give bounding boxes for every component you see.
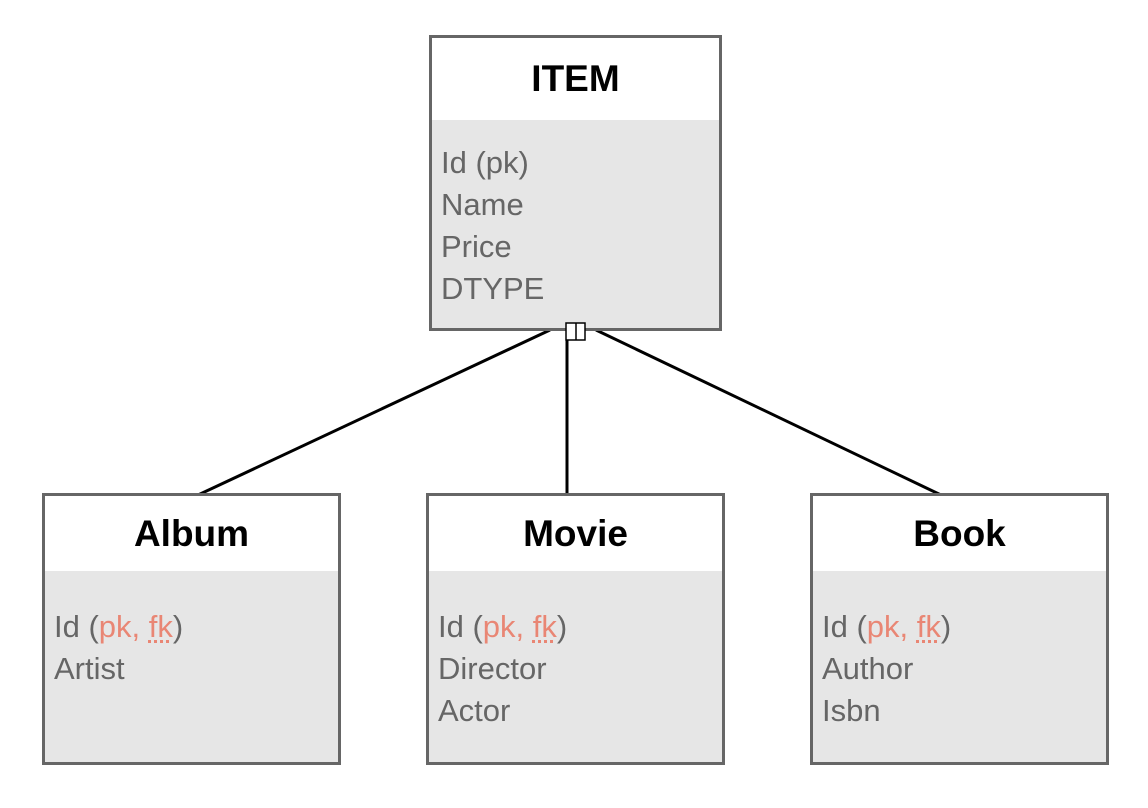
movie-id-prefix: Id ( — [438, 609, 483, 644]
entity-movie[interactable]: Movie Id (pk, fk) Director Actor — [426, 493, 725, 765]
connector-item-book — [595, 328, 942, 497]
movie-id-suffix: ) — [556, 609, 568, 644]
field-book-author: Author — [822, 651, 914, 686]
movie-fk-label: fk — [532, 609, 557, 644]
book-fk-label: fk — [916, 609, 941, 644]
book-id-prefix: Id ( — [822, 609, 867, 644]
book-pk-label: pk — [866, 609, 900, 644]
field-album-id: Id (pk, fk) — [54, 606, 332, 648]
movie-id-sep: , — [515, 609, 533, 644]
entity-movie-fields: Id (pk, fk) Director Actor — [438, 606, 716, 732]
album-fk-label: fk — [148, 609, 173, 644]
field-item-price: Price — [441, 229, 512, 264]
entity-book[interactable]: Book Id (pk, fk) Author Isbn — [810, 493, 1109, 765]
album-pk-label: pk — [98, 609, 132, 644]
album-id-suffix: ) — [172, 609, 184, 644]
field-movie-actor: Actor — [438, 693, 511, 728]
field-album-artist: Artist — [54, 651, 125, 686]
book-id-sep: , — [899, 609, 917, 644]
field-movie-id: Id (pk, fk) — [438, 606, 716, 648]
movie-pk-label: pk — [482, 609, 516, 644]
entity-movie-title: Movie — [429, 496, 722, 571]
entity-item[interactable]: ITEM Id (pk) Name Price DTYPE — [429, 35, 722, 331]
field-item-name: Name — [441, 187, 524, 222]
entity-book-title: Book — [813, 496, 1106, 571]
field-item-id: Id (pk) — [441, 145, 529, 180]
field-item-dtype: DTYPE — [441, 271, 545, 306]
book-id-suffix: ) — [940, 609, 952, 644]
field-book-isbn: Isbn — [822, 693, 881, 728]
field-book-id: Id (pk, fk) — [822, 606, 1100, 648]
entity-item-title: ITEM — [432, 38, 719, 120]
entity-book-fields: Id (pk, fk) Author Isbn — [822, 606, 1100, 732]
connector-item-album — [197, 328, 551, 497]
field-movie-director: Director — [438, 651, 547, 686]
album-id-sep: , — [131, 609, 149, 644]
entity-album-title: Album — [45, 496, 338, 571]
entity-album-fields: Id (pk, fk) Artist — [54, 606, 332, 690]
entity-album[interactable]: Album Id (pk, fk) Artist — [42, 493, 341, 765]
album-id-prefix: Id ( — [54, 609, 99, 644]
entity-item-fields: Id (pk) Name Price DTYPE — [441, 142, 713, 310]
